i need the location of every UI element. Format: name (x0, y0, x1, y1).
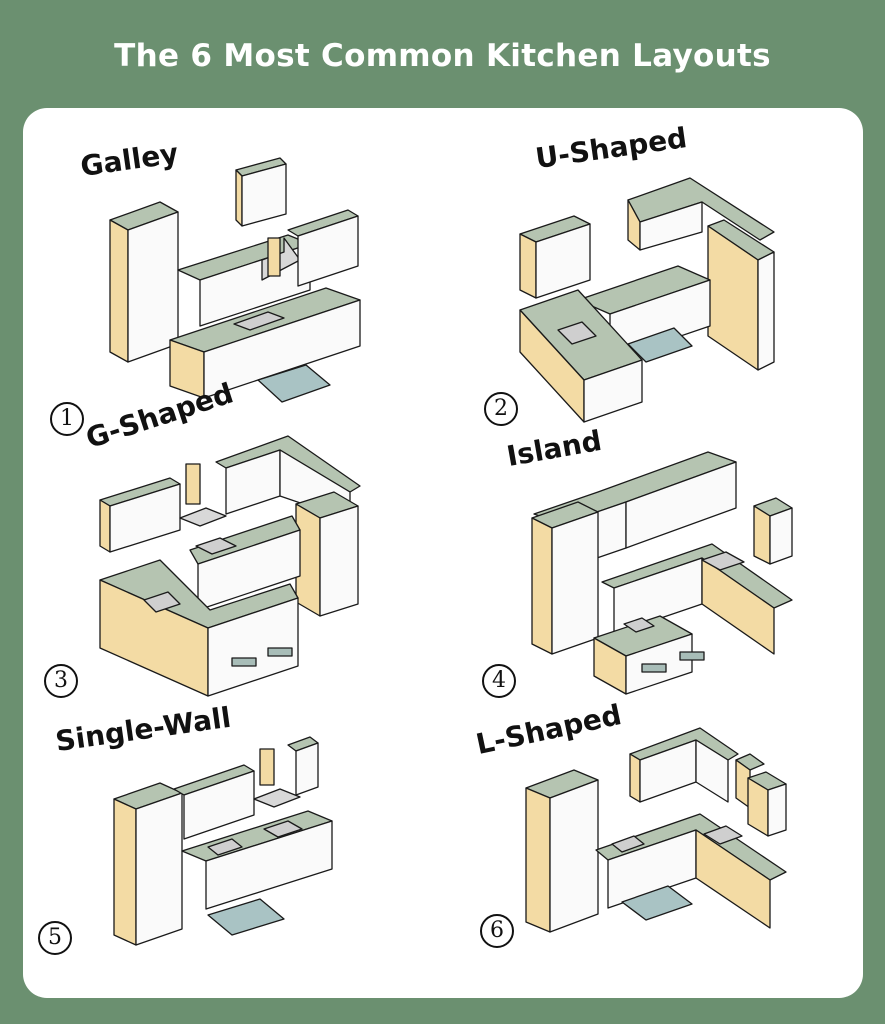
layout-g-shaped: G-Shaped (40, 376, 380, 710)
layout-number: 3 (44, 664, 78, 698)
infographic-title: The 6 Most Common Kitchen Layouts (114, 38, 771, 74)
layout-u-shaped: U-Shaped 2 (478, 121, 808, 440)
galley-kitchen-illustration (109, 157, 361, 403)
u-shaped-kitchen-illustration (519, 177, 775, 423)
layout-number: 2 (484, 392, 518, 426)
single-wall-kitchen-illustration (113, 736, 333, 946)
l-shaped-kitchen-illustration (525, 727, 787, 933)
layout-number: 4 (482, 664, 516, 698)
layout-galley: Galley (48, 137, 378, 440)
layout-number: 5 (38, 921, 72, 955)
layout-single-wall: Single-Wall 5 (38, 701, 378, 965)
layout-number: 1 (50, 402, 84, 436)
layout-l-shaped: L-Shaped 6 (473, 698, 804, 972)
g-shaped-kitchen-illustration (99, 435, 361, 697)
layout-island: Island (474, 424, 814, 718)
island-kitchen-illustration (531, 451, 793, 695)
layout-number: 6 (480, 914, 514, 948)
